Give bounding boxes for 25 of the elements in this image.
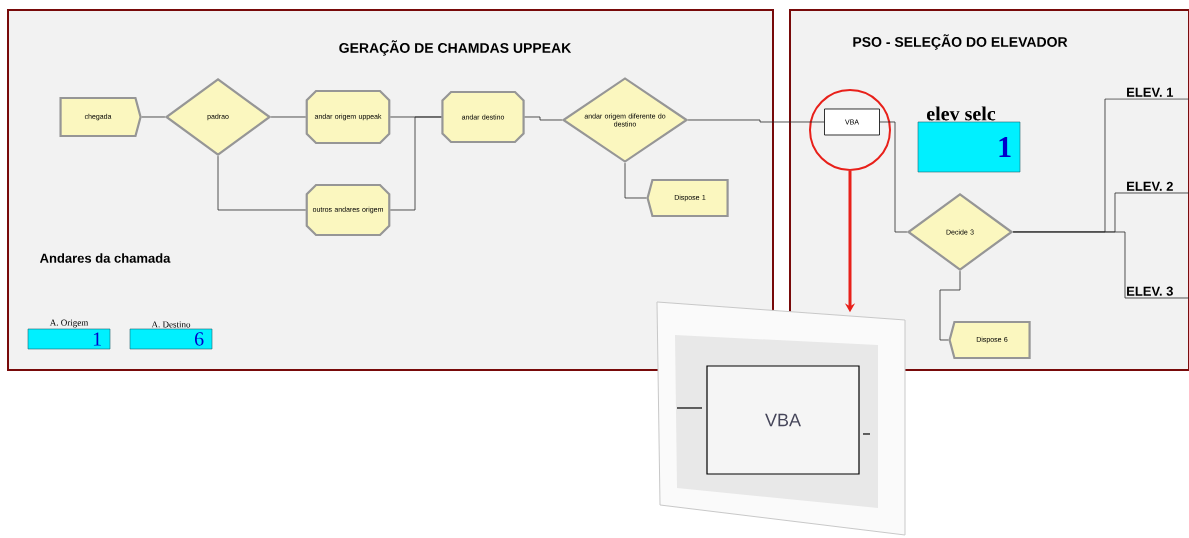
connector (524, 116, 563, 121)
output-label: ELEV. 1 (1127, 87, 1174, 97)
connector (939, 270, 961, 341)
variable-label: A. Destino (151, 321, 191, 328)
connector (217, 155, 307, 211)
output-label: ELEV. 3 (1127, 286, 1173, 296)
connector (270, 116, 307, 118)
zoomed-vba-block: VBA (656, 301, 906, 536)
connector (879, 121, 908, 233)
connector (687, 119, 825, 123)
connector (624, 162, 647, 199)
highlight-circle (809, 89, 891, 171)
variable-display: 6 (129, 328, 213, 350)
connector (389, 116, 442, 211)
connector (141, 116, 166, 118)
connector (1012, 231, 1189, 299)
variable-display: 1 (27, 328, 111, 350)
output-label: ELEV. 2 (1127, 181, 1173, 191)
variable-display: 1 (917, 121, 1021, 173)
node-label: VBA (765, 413, 801, 427)
variable-label: elev selc (927, 106, 996, 121)
variable-label: A. Origem (49, 319, 89, 328)
panel-title: GERAÇÃO DE CHAMDAS UPPEAK (339, 40, 572, 56)
panel-title: PSO - SELEÇÃO DO ELEVADOR (853, 34, 1068, 50)
section-heading: Andares da chamada (39, 253, 171, 263)
